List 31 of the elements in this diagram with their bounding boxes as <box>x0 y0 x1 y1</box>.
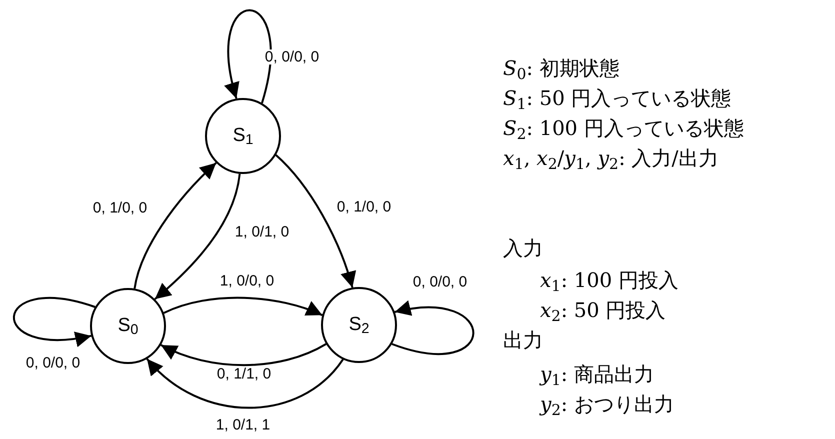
legend-note: 出力 <box>503 328 543 353</box>
edge-label: 0, 0/0, 0 <box>264 50 320 64</box>
legend-note: x$_{2}$: 50 円投入 <box>540 298 666 323</box>
legend-note: y$_{2}$: おつり出力 <box>540 392 674 417</box>
legend-note: S$_{0}$: 初期状態 <box>503 56 620 81</box>
legend-note: 入力 <box>503 236 543 261</box>
arrow <box>134 162 217 289</box>
legend-note: x$_{1}$, x$_{2}$/y$_{1}$, y$_{2}$: 入力/出力 <box>503 146 718 171</box>
arrow <box>163 296 323 316</box>
edge-label: 1, 0/1, 0 <box>234 224 290 240</box>
arrow <box>275 154 356 288</box>
arrow <box>146 358 344 409</box>
state-name: S$_{0}$ <box>118 314 138 340</box>
state-name: S$_{2}$ <box>348 312 370 340</box>
arrow <box>160 343 327 366</box>
edge-label: 0, 0/0, 0 <box>26 356 80 370</box>
edge-label: 1, 0/1, 1 <box>216 418 270 432</box>
legend-note: x$_{1}$: 100 円投入 <box>540 268 678 293</box>
arrow <box>392 301 474 355</box>
edge-label: 0, 1/1, 0 <box>216 366 272 382</box>
edge-label: 0, 0/0, 0 <box>412 274 468 290</box>
arrow <box>154 174 241 300</box>
arrow <box>12 296 96 346</box>
legend-note: S$_{1}$: 50 円入っている状態 <box>503 86 732 111</box>
state-name: S$_{1}$ <box>232 124 254 150</box>
edge-label: 0, 1/0, 0 <box>336 200 392 214</box>
edge-label: 0, 1/0, 0 <box>92 200 148 216</box>
arrow <box>224 10 272 104</box>
legend-note: S$_{2}$: 100 円入っている状態 <box>503 116 744 141</box>
legend-note: y$_{1}$: 商品出力 <box>540 362 654 387</box>
edge-label: 1, 0/0, 0 <box>220 274 274 288</box>
